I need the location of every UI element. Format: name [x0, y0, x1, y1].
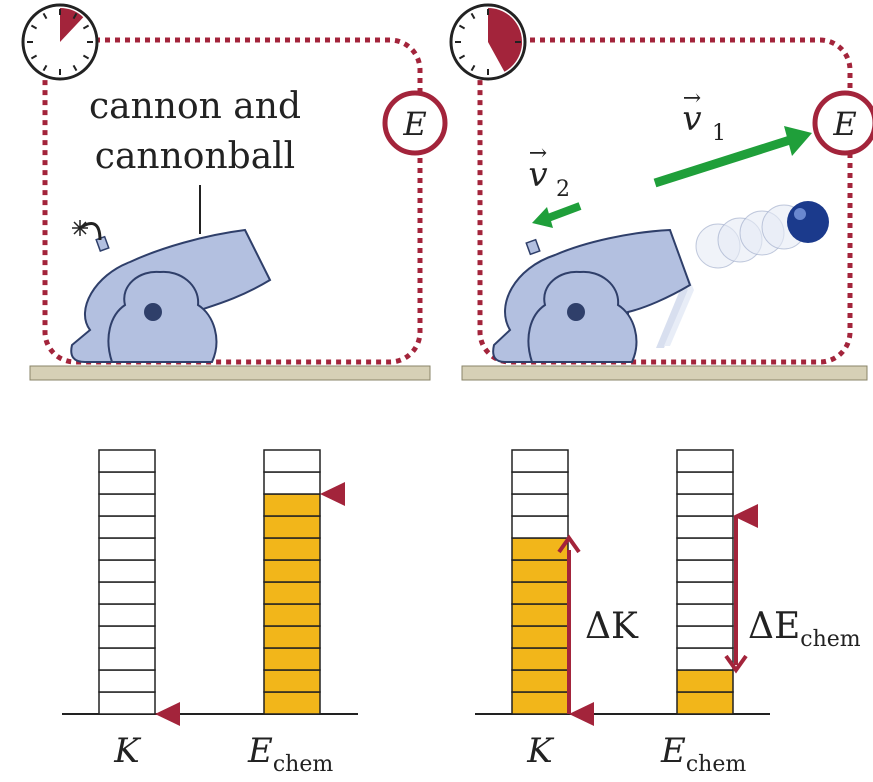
svg-text:2: 2 — [556, 177, 570, 202]
bar-unit-after-k — [511, 669, 569, 693]
bar-unit-before-chem — [263, 493, 321, 517]
k-level-marker-before — [155, 702, 180, 726]
system-label-line2: cannonball — [95, 136, 295, 177]
ground-left — [29, 365, 431, 381]
stopwatch-icon — [449, 3, 527, 81]
delta-echem-label: ΔEchem — [748, 606, 861, 652]
v1-label: → v 1 — [682, 86, 726, 146]
delta-k-label: ΔK — [585, 606, 639, 647]
delta-echem-arrow — [724, 504, 758, 674]
right-panel: → v 1 → v 2 E — [449, 3, 873, 381]
bar-unit-after-k — [511, 471, 569, 495]
bar-unit-after-k — [511, 625, 569, 649]
bar-unit-before-k — [98, 625, 156, 649]
bar-unit-before-k — [98, 581, 156, 605]
bar-unit-after-chem — [676, 515, 734, 539]
energy-symbol-right: E — [812, 90, 873, 156]
bar-unit-before-chem — [263, 471, 321, 495]
svg-text:E: E — [402, 105, 426, 143]
echem-label-after: Echem — [660, 731, 746, 777]
svg-text:v: v — [528, 155, 547, 195]
bar-unit-after-chem — [676, 537, 734, 561]
bar-unit-after-k — [511, 691, 569, 715]
bar-unit-after-chem — [676, 691, 734, 715]
bar-unit-before-k — [98, 515, 156, 539]
bar-unit-before-chem — [263, 625, 321, 649]
system-label-line1: cannon and — [89, 86, 301, 127]
bar-unit-after-k — [511, 449, 569, 473]
velocity-arrow-v1 — [653, 126, 812, 188]
bar-unit-before-chem — [263, 449, 321, 473]
bar-unit-after-chem — [676, 471, 734, 495]
echem-level-marker-before — [320, 482, 345, 506]
system-boundary-left — [42, 37, 423, 365]
bar-unit-before-k — [98, 647, 156, 671]
bar-unit-before-k — [98, 691, 156, 715]
bar-unit-after-chem — [676, 581, 734, 605]
svg-text:v: v — [682, 99, 701, 139]
k-label-after: K — [526, 731, 555, 771]
bar-unit-before-k — [98, 449, 156, 473]
bar-unit-before-chem — [263, 559, 321, 583]
bar-unit-before-chem — [263, 669, 321, 693]
bar-unit-before-k — [98, 471, 156, 495]
bar-unit-after-chem — [676, 647, 734, 671]
bar-unit-before-chem — [263, 691, 321, 715]
stopwatch-icon — [21, 3, 99, 81]
bar-unit-before-k — [98, 669, 156, 693]
bar-unit-before-chem — [263, 603, 321, 627]
left-panel: cannon and cannonball E — [21, 3, 448, 381]
cannonball — [787, 201, 829, 243]
energy-symbol-left: E — [382, 90, 448, 156]
bar-unit-after-k — [511, 603, 569, 627]
v2-label: → v 2 — [528, 141, 570, 202]
bar-unit-before-k — [98, 493, 156, 517]
svg-text:→: → — [683, 86, 701, 111]
bar-unit-before-chem — [263, 515, 321, 539]
ground-right — [461, 365, 868, 381]
bar-unit-after-k — [511, 581, 569, 605]
bar-unit-before-chem — [263, 537, 321, 561]
bar-unit-after-chem — [676, 559, 734, 583]
spark-icon — [72, 220, 88, 236]
bar-unit-after-k — [511, 559, 569, 583]
cannon-left — [70, 185, 272, 363]
svg-text:→: → — [529, 141, 547, 166]
bar-unit-after-chem — [676, 669, 734, 693]
bar-unit-before-k — [98, 537, 156, 561]
bar-unit-after-k — [511, 493, 569, 517]
cannon-right — [492, 228, 692, 363]
bar-unit-after-chem — [676, 449, 734, 473]
system-boundary-right — [477, 37, 853, 365]
bar-unit-before-k — [98, 559, 156, 583]
bar-unit-before-chem — [263, 581, 321, 605]
bar-unit-before-chem — [263, 647, 321, 671]
bar-unit-after-k — [511, 515, 569, 539]
bar-unit-after-chem — [676, 625, 734, 649]
bar-unit-after-k — [511, 647, 569, 671]
echem-label-before: Echem — [247, 731, 333, 777]
bar-unit-after-chem — [676, 603, 734, 627]
svg-text:1: 1 — [712, 121, 726, 146]
bar-unit-before-k — [98, 603, 156, 627]
delta-k-arrow — [557, 534, 594, 726]
svg-text:E: E — [832, 105, 856, 143]
k-label-before: K — [113, 731, 142, 771]
energy-bars — [98, 449, 734, 715]
bar-unit-after-chem — [676, 493, 734, 517]
velocity-arrow-v2 — [532, 202, 582, 228]
